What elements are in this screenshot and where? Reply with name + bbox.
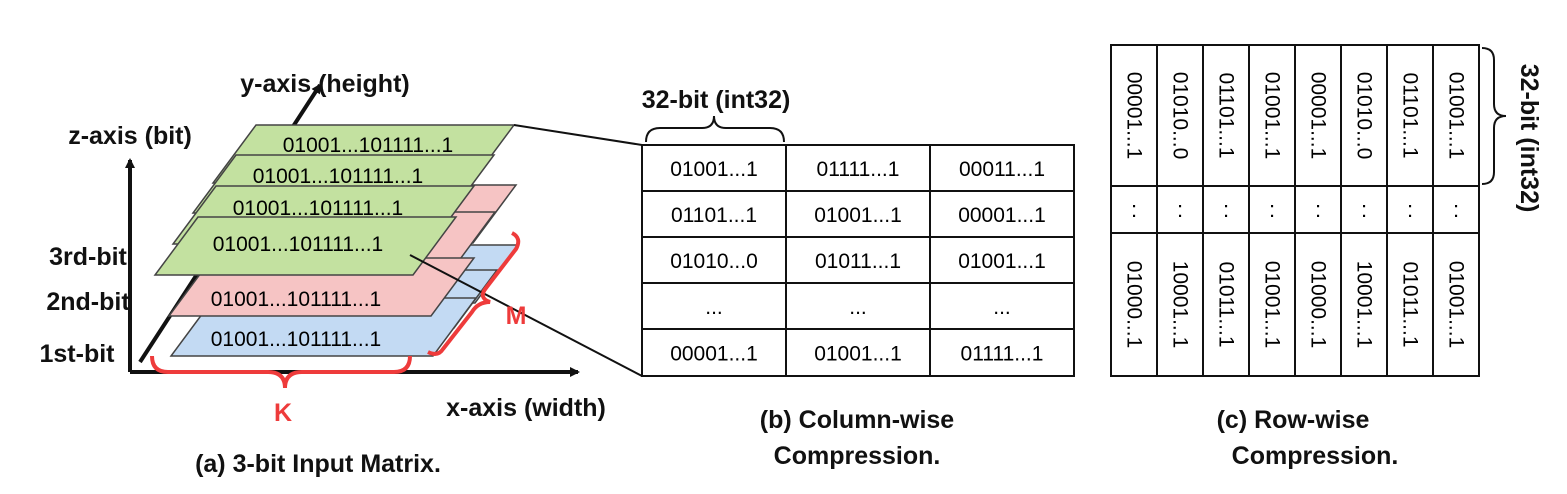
row-wise-cell: 01000...1 [1307,261,1330,349]
row-wise-cell: 00001...1 [1307,72,1330,160]
row-wise-middle-block: :::::::: [1110,185,1480,234]
row-wise-cell: 01101...1 [1399,72,1422,158]
table-b-cell: 01001...1 [670,158,758,181]
row-wise-cell: 01010...0 [1169,72,1192,160]
row-wise-cell: : [1269,197,1275,222]
y-axis-label: y-axis (height) [240,70,409,98]
table-b-cell: 00001...1 [670,343,758,366]
k-brace [150,355,412,389]
bit-label-3rd: 3rd-bit [49,243,127,271]
table-b-cell: ... [849,296,867,319]
row-wise-cell: 01001...1 [1445,261,1468,349]
panel-b: 32-bit (int32) 01001...1 01111...1 00011..… [641,86,1075,470]
table-b-cell: 01001...1 [814,343,902,366]
row-wise-cell: 01001...1 [1261,72,1284,160]
panel-c: 00001...1 01010...0 01101...1 01001...1 0000… [1110,44,1543,470]
panel-b-brace [645,115,785,143]
zoom-line-top [513,124,643,146]
zoom-line-bottom [409,254,643,377]
layer-text-green-3: 01001...101111...1 [233,197,403,220]
green-layer-front [153,216,458,276]
row-wise-cell: 01000...1 [1123,261,1146,349]
caption-a: (a) 3-bit Input Matrix. [195,450,441,478]
table-b-frame [641,144,1075,377]
row-wise-cell: 01010...0 [1353,72,1376,160]
row-wise-cell: 00001...1 [1123,72,1146,160]
panel-c-brace-label: 32-bit (int32) [1515,64,1543,213]
layer-text-1st-bit: 01001...101111...1 [211,328,381,351]
panel-c-brace [1481,47,1507,185]
row-wise-cell: : [1223,197,1229,222]
table-b-cell: ... [705,296,723,319]
table-b-cell: 01111...1 [817,158,900,181]
layer-text-3rd-bit: 01001...101111...1 [213,233,383,256]
z-axis-label: z-axis (bit) [68,122,192,150]
table-b-cell: ... [993,296,1011,319]
row-wise-cell: 01011...1 [1215,261,1238,347]
row-wise-cell: 01101...1 [1215,72,1238,158]
row-wise-cell: 01011...1 [1399,261,1422,347]
row-wise-cell: : [1453,197,1459,222]
row-wise-cell: : [1315,197,1321,222]
caption-c-line2: Compression. [1232,442,1399,470]
table-b-cell: 01001...1 [814,204,902,227]
layer-text-2nd-bit: 01001...101111...1 [211,288,381,311]
row-wise-cell: : [1177,197,1183,222]
table-b-cell: 01011...1 [815,250,901,273]
row-wise-cell: : [1131,197,1137,222]
panel-a: 01001...101111...1 01001...101111...1 01… [40,70,643,478]
table-b-cell: 01101...1 [671,204,757,227]
row-wise-cell: : [1361,197,1367,222]
row-wise-cell: 10001...1 [1169,261,1192,349]
m-brace [427,231,521,356]
x-axis-label: x-axis (width) [446,394,606,422]
row-wise-cell: 01001...1 [1261,261,1284,349]
table-b-cell: 00011...1 [959,158,1045,181]
layer-text-green-2: 01001...101111...1 [253,165,423,188]
layer-stack-green: 01001...101111...1 01001...101111...1 01… [153,124,516,276]
table-b-cell: 01010...0 [670,250,758,273]
caption-c-line1: (c) Row-wise [1217,406,1370,434]
table-b-cell: 00001...1 [958,204,1046,227]
table-b-cell: 01001...1 [958,250,1046,273]
layer-text-green-1: 01001...101111...1 [283,134,453,157]
m-label: M [506,302,527,330]
row-wise-top-block: 00001...1 01010...0 01101...1 01001...1 0000… [1110,44,1480,187]
table-b-cell: 01111...1 [961,343,1044,366]
row-wise-cell: 01001...1 [1445,72,1468,160]
caption-b-line2: Compression. [774,442,941,470]
row-wise-cell: : [1407,197,1413,222]
row-wise-cell: 10001...1 [1353,261,1376,349]
bit-label-2nd: 2nd-bit [46,288,130,316]
column-wise-table: 01001...1 01111...1 00011...1 01101...1 0100… [641,144,1075,377]
bit-label-1st: 1st-bit [40,340,116,368]
panel-b-brace-label: 32-bit (int32) [642,86,791,114]
caption-b-line1: (b) Column-wise [760,406,955,434]
row-wise-bottom-block: 01000...1 10001...1 01011...1 01001...1 0100… [1110,232,1480,377]
k-label: K [274,399,292,427]
